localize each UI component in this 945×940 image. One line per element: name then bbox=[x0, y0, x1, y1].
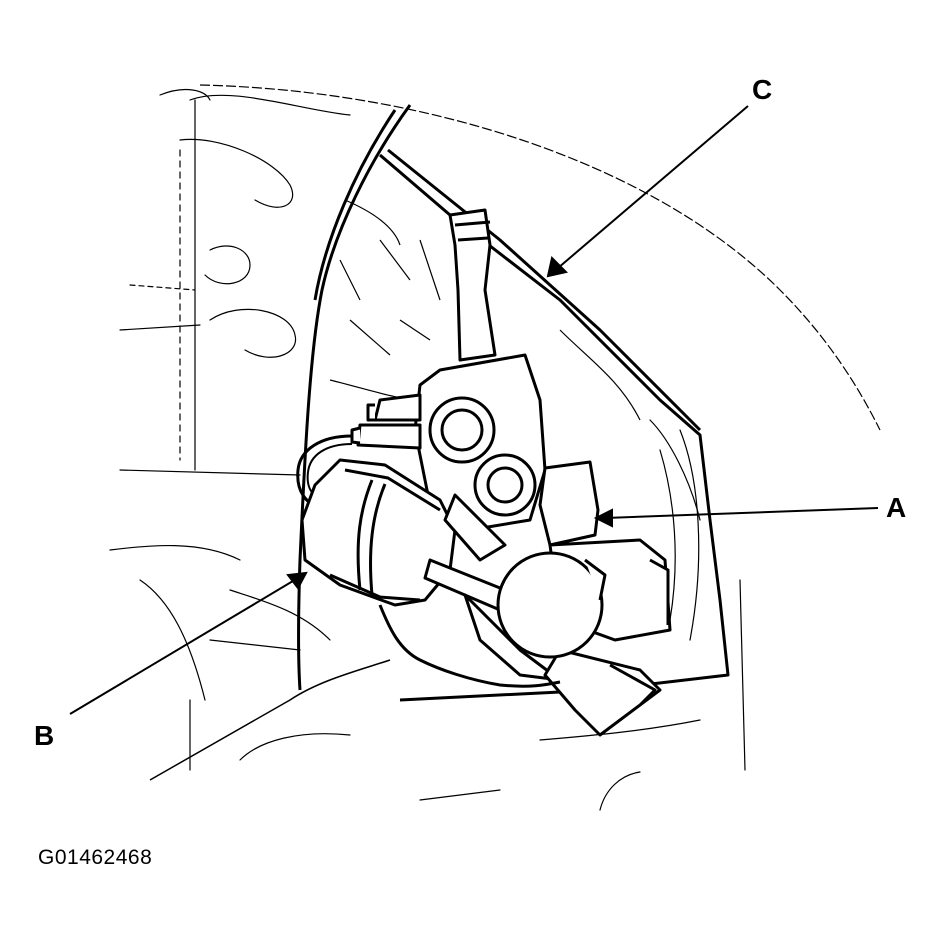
lower-hose bbox=[149, 659, 391, 781]
modulator-assembly bbox=[350, 208, 672, 642]
mounting-panel bbox=[297, 104, 730, 702]
lower-bracket bbox=[378, 604, 561, 688]
pump-motor bbox=[423, 493, 662, 737]
callout-label-b: B bbox=[34, 720, 55, 751]
engine-bay-background bbox=[109, 88, 746, 811]
callout-label-c: C bbox=[752, 74, 773, 105]
figure-id: G01462468 bbox=[38, 846, 153, 869]
reservoir-canister bbox=[300, 458, 457, 607]
callout-leaders bbox=[69, 105, 879, 715]
callout-label-a: A bbox=[886, 492, 907, 523]
fender-arc bbox=[199, 84, 881, 431]
